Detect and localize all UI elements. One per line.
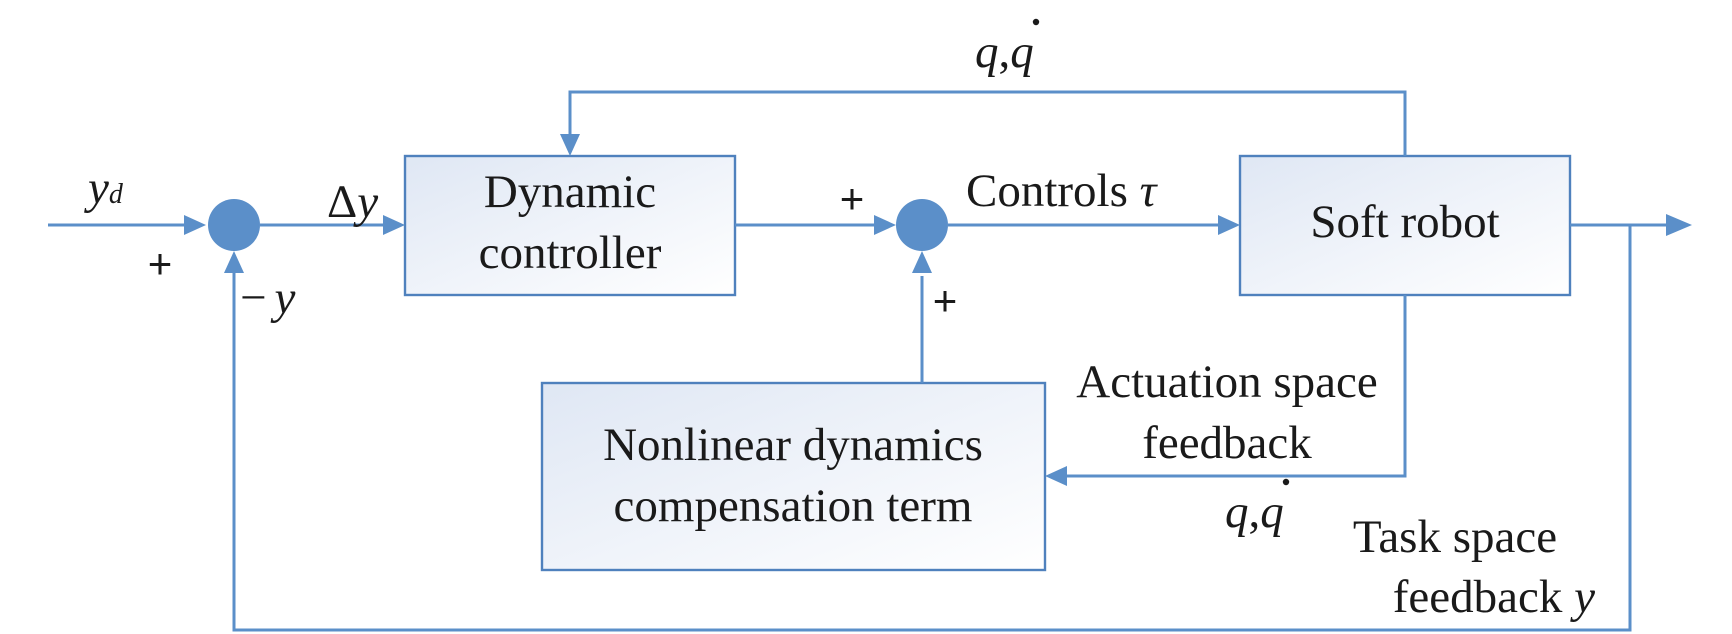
actuation-feedback-label-line1: Actuation space: [1076, 356, 1377, 408]
arrowhead-sum1-input: [184, 215, 206, 235]
task-feedback-label-line2: feedback y: [1393, 571, 1595, 623]
state-feedback-top-line: [568, 90, 1407, 156]
soft-robot-block: [1238, 154, 1572, 297]
state-label-top: q,q: [975, 26, 1034, 78]
controller-label-line1: Dynamic: [484, 166, 656, 218]
arrowhead-controller-input: [383, 215, 405, 235]
state-label-bottom: q,q: [1225, 486, 1284, 538]
task-feedback-label-line1: Task space: [1353, 511, 1557, 563]
compensation-label-line2: compensation term: [614, 480, 973, 532]
arrowhead-sum2-compensation: [912, 251, 932, 273]
dynamic-controller-block: [403, 154, 737, 297]
arrowhead-compensation-input: [1045, 466, 1067, 486]
plus-sign-compensation: +: [933, 277, 958, 324]
arrowhead-robot-input: [1218, 215, 1240, 235]
summing-junction-error: [208, 199, 260, 251]
qdot-dot-top: [1032, 18, 1040, 26]
task-feedback-line: [232, 225, 1632, 632]
negative-feedback-label: −y: [240, 272, 296, 324]
controls-signal-label: Controls τ: [966, 165, 1159, 217]
robot-label: Soft robot: [1310, 196, 1499, 248]
arrowhead-output: [1666, 214, 1692, 236]
compensation-block: [540, 381, 1047, 572]
controller-label-line2: controller: [479, 227, 662, 279]
actuation-feedback-label-line2: feedback: [1142, 417, 1312, 469]
qdot-dot-bottom: [1282, 478, 1290, 486]
compensation-label-line1: Nonlinear dynamics: [603, 419, 983, 471]
reference-signal-label: yd: [84, 162, 124, 214]
arrowhead-sum1-feedback: [224, 251, 244, 273]
arrowhead-sum2-input: [874, 215, 896, 235]
actuation-feedback-line: [1065, 295, 1407, 478]
error-signal-label: Δy: [327, 176, 378, 228]
plus-sign-controller: +: [840, 175, 865, 222]
arrowhead-controller-state-input: [560, 134, 580, 156]
summing-junction-controls: [896, 199, 948, 251]
plus-sign-reference: +: [148, 240, 173, 287]
